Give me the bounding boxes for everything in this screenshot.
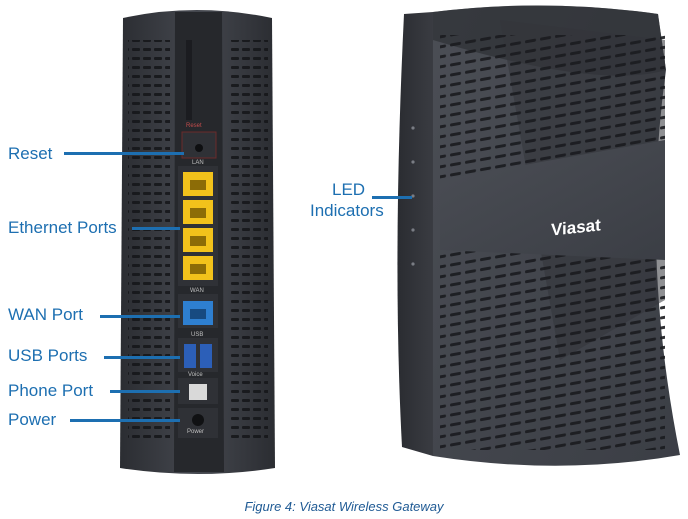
usb-ports bbox=[178, 338, 218, 372]
leader-reset bbox=[64, 152, 184, 155]
label-reset: Reset bbox=[8, 144, 53, 163]
gateway-front-view bbox=[397, 5, 680, 466]
reset-button bbox=[181, 131, 217, 159]
wan-port bbox=[178, 294, 218, 328]
led-strip bbox=[411, 126, 415, 266]
leader-phone-port bbox=[110, 390, 180, 393]
phone-port bbox=[178, 378, 218, 404]
leader-ethernet-ports bbox=[132, 227, 180, 230]
ethernet-ports bbox=[178, 166, 218, 286]
label-phone-port: Phone Port bbox=[8, 381, 94, 400]
label-led-indicators-line2: Indicators bbox=[310, 201, 384, 220]
marking-voice: Voice bbox=[188, 372, 203, 378]
leader-usb-ports bbox=[104, 356, 180, 359]
power-port bbox=[178, 408, 218, 438]
label-wan-port: WAN Port bbox=[8, 305, 83, 324]
leader-power bbox=[70, 419, 180, 422]
label-led-indicators-line1: LED bbox=[332, 180, 366, 199]
leader-wan-port bbox=[100, 315, 180, 318]
marking-lan: LAN bbox=[192, 160, 204, 166]
marking-power: Power bbox=[187, 429, 205, 435]
label-ethernet-ports: Ethernet Ports bbox=[8, 218, 117, 237]
figure-caption: Figure 4: Viasat Wireless Gateway bbox=[244, 499, 444, 514]
marking-usb: USB bbox=[191, 332, 204, 338]
label-usb-ports: USB Ports bbox=[8, 346, 88, 365]
leader-led-indicators bbox=[372, 196, 412, 199]
gateway-back-view bbox=[120, 10, 275, 474]
marking-wan: WAN bbox=[190, 288, 204, 294]
label-power: Power bbox=[8, 410, 57, 429]
marking-reset: Reset bbox=[186, 123, 202, 129]
